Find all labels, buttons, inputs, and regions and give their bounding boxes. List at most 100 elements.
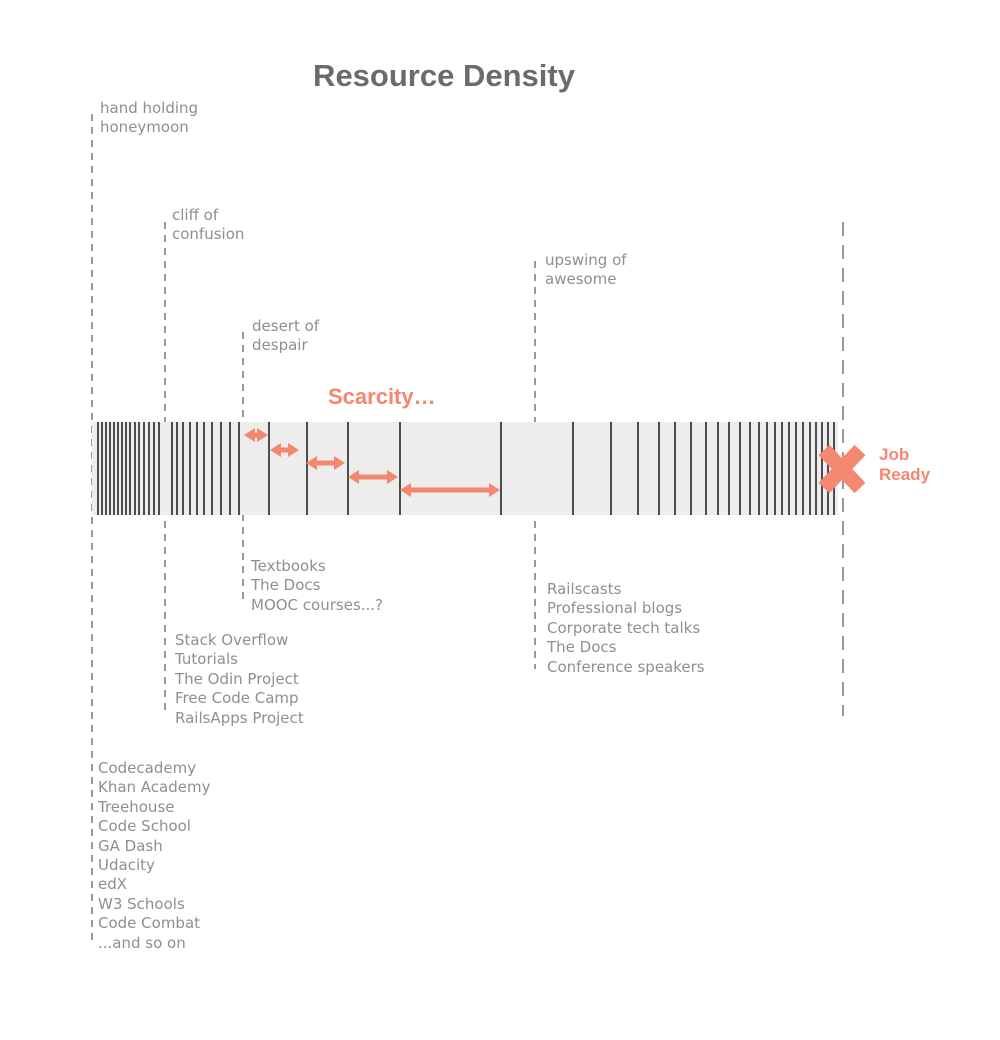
density-tick bbox=[117, 422, 119, 515]
density-bar bbox=[92, 422, 838, 515]
arrow-shaft bbox=[253, 432, 259, 438]
density-tick bbox=[795, 422, 797, 515]
gap-arrow bbox=[244, 425, 268, 445]
density-tick bbox=[827, 422, 829, 515]
arrow-shaft bbox=[315, 460, 336, 466]
density-tick bbox=[182, 422, 184, 515]
arrow-head-left-icon bbox=[348, 470, 359, 484]
density-tick bbox=[821, 422, 823, 515]
density-tick bbox=[158, 422, 160, 515]
label-hand-holding-honeymoon: hand holding honeymoon bbox=[100, 99, 199, 137]
list-item: Khan Academy bbox=[98, 778, 211, 797]
arrow-head-right-icon bbox=[489, 483, 500, 497]
density-tick bbox=[203, 422, 205, 515]
scarcity-label: Scarcity… bbox=[328, 384, 436, 409]
density-tick bbox=[728, 422, 730, 515]
density-tick bbox=[705, 422, 707, 515]
density-tick bbox=[188, 422, 191, 515]
arrow-head-left-icon bbox=[270, 443, 281, 457]
density-tick bbox=[129, 422, 131, 515]
list-item: ...and so on bbox=[98, 933, 186, 952]
density-tick bbox=[268, 422, 270, 515]
density-tick bbox=[347, 422, 349, 515]
arrow-head-left-icon bbox=[400, 483, 411, 497]
list-item: Stack Overflow bbox=[175, 631, 289, 649]
density-tick bbox=[658, 422, 660, 515]
density-tick bbox=[138, 422, 140, 515]
density-tick bbox=[238, 422, 240, 515]
density-tick bbox=[101, 422, 103, 515]
list-item: Tutorials bbox=[175, 650, 238, 669]
density-tick bbox=[152, 422, 155, 515]
gap-arrow bbox=[306, 453, 345, 473]
density-tick bbox=[690, 422, 692, 515]
list-item: Professional blogs bbox=[547, 599, 683, 618]
density-tick bbox=[788, 422, 790, 515]
list-item: RailsApps Project bbox=[175, 708, 304, 727]
arrow-shaft bbox=[357, 474, 389, 480]
arrow-head-right-icon bbox=[257, 428, 268, 442]
arrow-head-right-icon bbox=[387, 470, 398, 484]
density-tick bbox=[171, 422, 173, 515]
list-item: The Docs bbox=[251, 576, 321, 595]
density-tick bbox=[113, 422, 115, 515]
label-cliff-of-confusion: cliff of confusion bbox=[172, 206, 245, 244]
list-item: The Odin Project bbox=[175, 669, 299, 688]
gap-arrow bbox=[348, 467, 398, 487]
density-tick bbox=[758, 422, 760, 515]
arrow-shaft bbox=[279, 447, 290, 453]
density-tick bbox=[211, 422, 213, 515]
list-item: Treehouse bbox=[98, 797, 175, 816]
density-tick bbox=[109, 422, 111, 515]
arrow-head-left-icon bbox=[306, 456, 317, 470]
diagram-title: Resource Density bbox=[313, 58, 575, 93]
density-tick bbox=[637, 422, 639, 515]
density-tick bbox=[228, 422, 231, 515]
gap-arrow bbox=[270, 440, 299, 460]
arrow-head-right-icon bbox=[334, 456, 345, 470]
arrow-shaft bbox=[409, 487, 491, 493]
density-tick bbox=[500, 422, 502, 515]
density-tick bbox=[610, 422, 612, 515]
list-item: Code School bbox=[98, 817, 191, 836]
density-tick bbox=[219, 422, 222, 515]
density-tick bbox=[147, 422, 150, 515]
density-tick bbox=[125, 422, 127, 515]
list-item: Code Combat bbox=[98, 914, 201, 933]
density-tick bbox=[105, 422, 107, 515]
gap-arrow bbox=[400, 480, 500, 500]
list-item: Free Code Camp bbox=[175, 689, 299, 708]
arrow-head-left-icon bbox=[244, 428, 255, 442]
list-item: Textbooks bbox=[251, 557, 326, 575]
density-tick bbox=[717, 422, 719, 515]
density-tick bbox=[572, 422, 574, 515]
list-item: Conference speakers bbox=[547, 657, 705, 676]
list-item: edX bbox=[98, 875, 128, 894]
list-item: GA Dash bbox=[98, 836, 163, 855]
arrow-head-right-icon bbox=[288, 443, 299, 457]
density-tick bbox=[802, 422, 804, 515]
density-tick bbox=[809, 422, 811, 515]
density-tick bbox=[674, 422, 676, 515]
list-item: Railscasts bbox=[547, 580, 622, 598]
density-tick bbox=[133, 422, 136, 515]
density-tick bbox=[195, 422, 198, 515]
density-tick bbox=[399, 422, 401, 515]
density-tick bbox=[176, 422, 178, 515]
density-tick bbox=[774, 422, 776, 515]
list-item: Udacity bbox=[98, 856, 155, 875]
list-item: W3 Schools bbox=[98, 894, 185, 913]
label-desert-of-despair: desert of despair bbox=[252, 317, 320, 355]
density-tick bbox=[121, 422, 123, 515]
density-tick bbox=[749, 422, 751, 515]
list-item: MOOC courses...? bbox=[251, 595, 384, 614]
density-tick bbox=[739, 422, 741, 515]
label-upswing-of-awesome: upswing of awesome bbox=[545, 251, 627, 289]
density-tick bbox=[781, 422, 783, 515]
job-ready-x-icon bbox=[819, 444, 865, 494]
